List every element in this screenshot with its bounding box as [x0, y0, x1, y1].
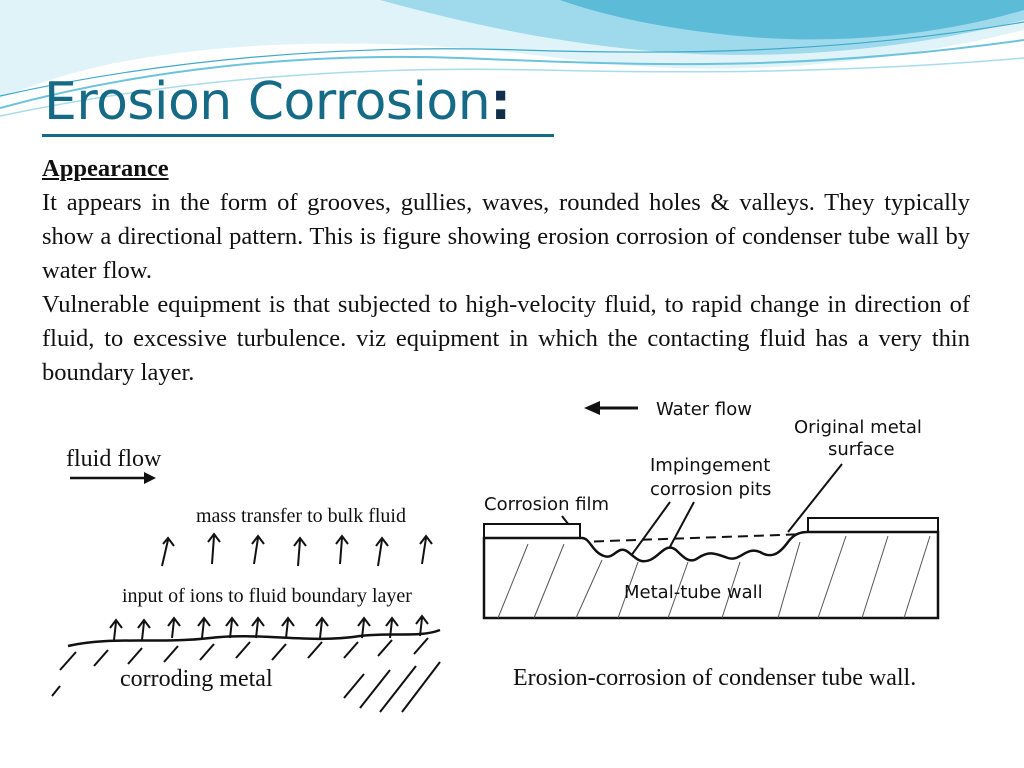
corroding-metal-label: corroding metal [120, 666, 273, 692]
mass-transfer-arrows [161, 532, 433, 567]
original-surface-dashed [577, 533, 809, 543]
impingement-label-2: corrosion pits [650, 479, 771, 500]
title-colon: : [490, 72, 511, 132]
mass-transfer-label: mass transfer to bulk fluid [196, 505, 406, 527]
slide-body: Appearance It appears in the form of gro… [42, 152, 970, 390]
ion-arrows [109, 614, 429, 641]
appearance-heading: Appearance [42, 155, 169, 182]
wall-hatching [497, 535, 931, 619]
erosion-mechanism-diagram: fluid flow mass transfer to bulk fluid i… [50, 430, 446, 716]
vulnerable-equipment-paragraph: Vulnerable equipment is that subjected t… [42, 291, 970, 386]
title-underline [42, 134, 554, 137]
metal-tube-wall [482, 530, 940, 620]
corrosion-film-label: Corrosion film [484, 494, 609, 515]
metal-hatching [51, 637, 441, 713]
corrosion-film-right [807, 517, 939, 533]
corrosion-film-left [483, 523, 581, 539]
slide-title: Erosion Corrosion: [44, 72, 511, 132]
original-surface-label-2: surface [828, 439, 895, 460]
condenser-tube-diagram: Water flow Original metal surface Imping… [478, 392, 948, 628]
water-flow-arrow-icon [584, 401, 638, 415]
appearance-paragraph: It appears in the form of grooves, gulli… [42, 189, 970, 284]
impingement-label-1: Impingement [650, 455, 770, 476]
header-wave-decoration [0, 0, 1024, 117]
fluid-flow-arrow-icon [70, 472, 156, 484]
original-surface-label-1: Original metal [794, 417, 922, 438]
fluid-flow-label: fluid flow [66, 446, 162, 472]
metal-surface-line [67, 628, 441, 648]
water-flow-label: Water flow [656, 399, 752, 420]
figure-caption: Erosion-corrosion of condenser tube wall… [513, 665, 917, 691]
metal-tube-wall-label: Metal-tube wall [624, 582, 763, 603]
input-ions-label: input of ions to fluid boundary layer [122, 585, 412, 607]
